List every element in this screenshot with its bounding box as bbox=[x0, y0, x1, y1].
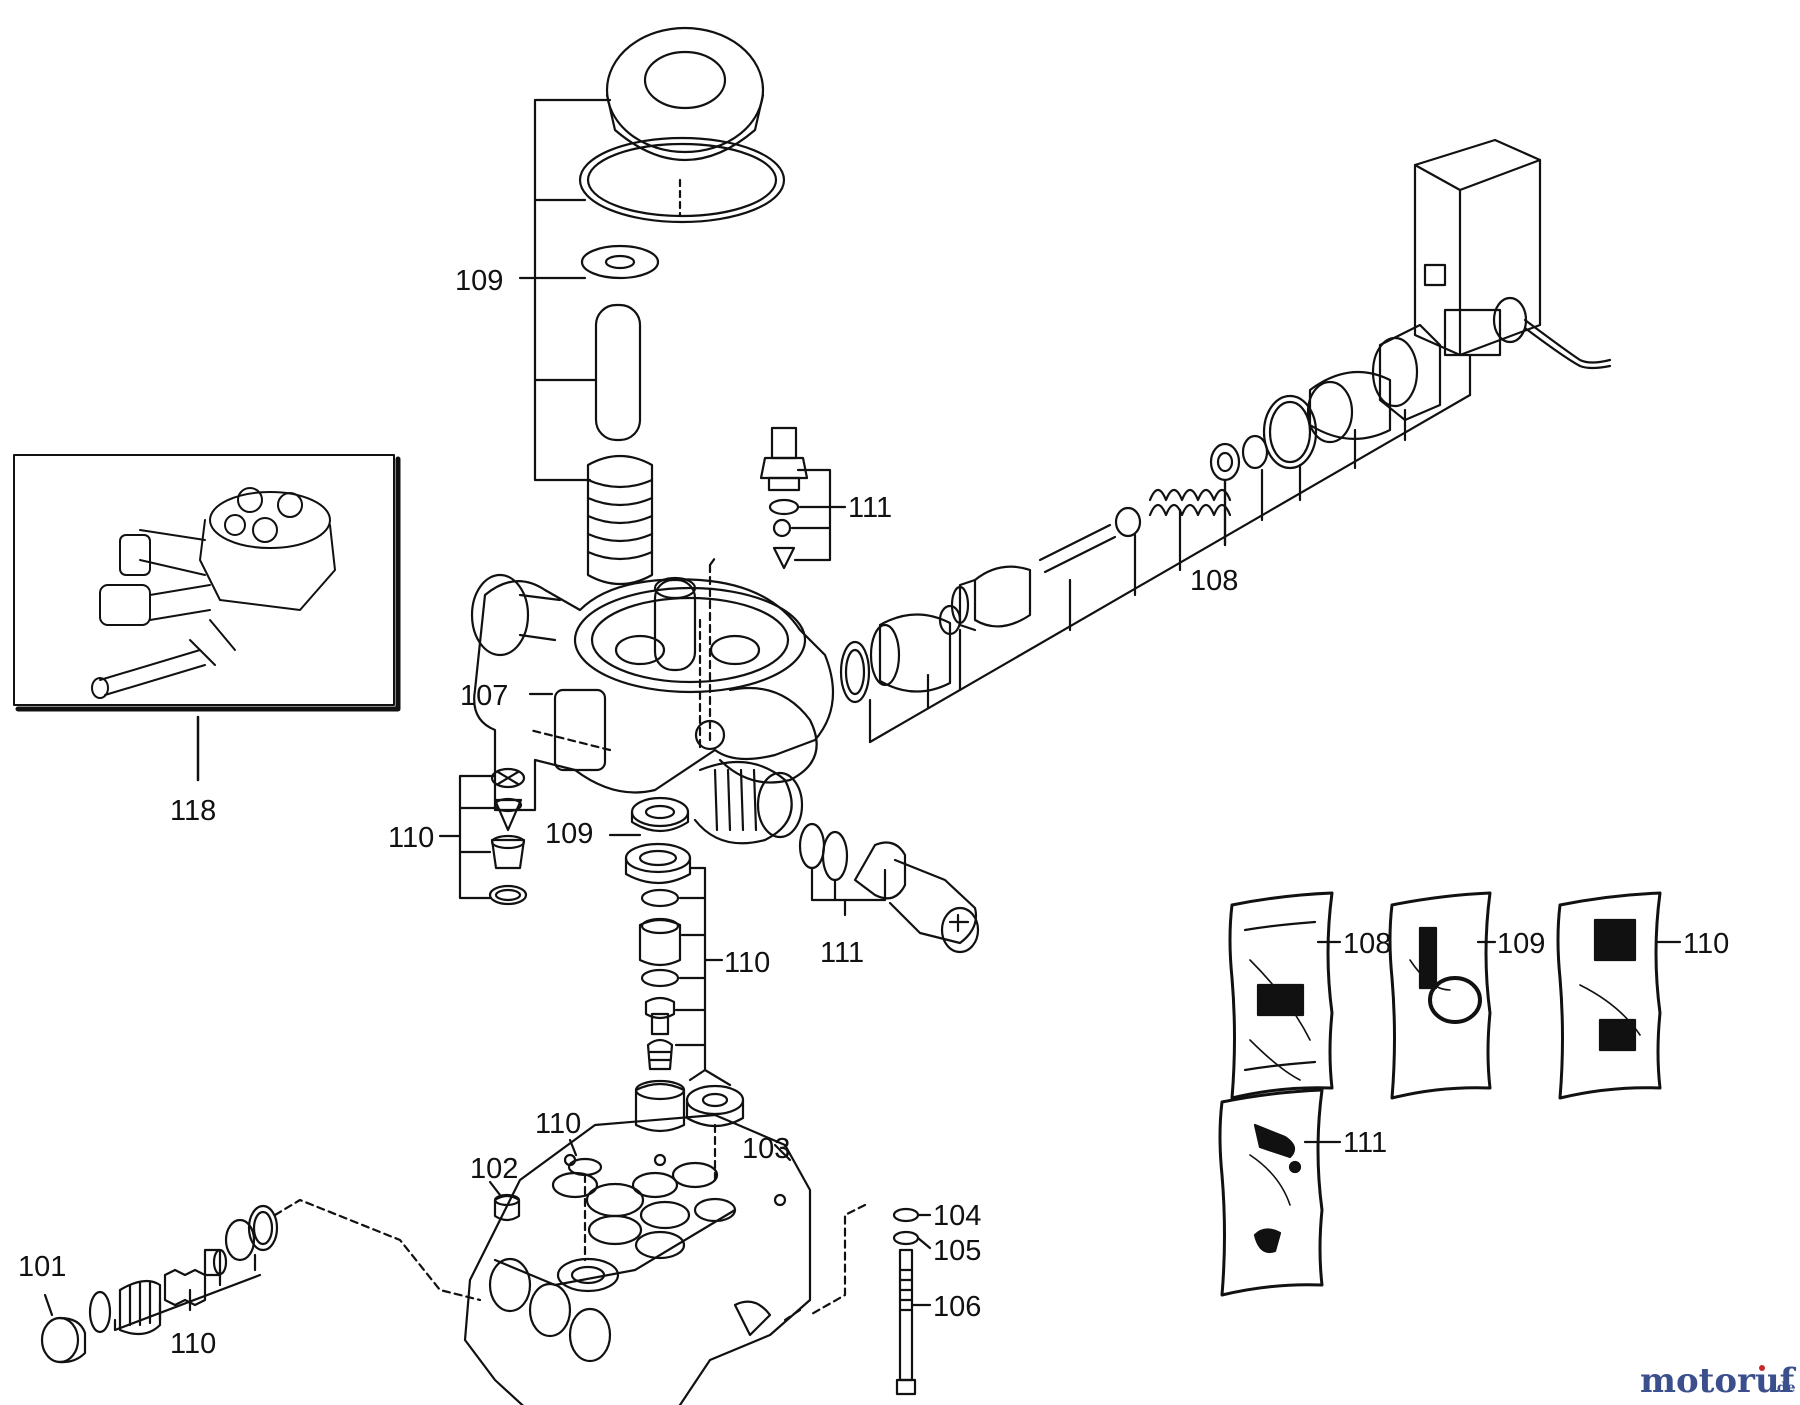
callout-101: 101 bbox=[18, 1251, 66, 1283]
watermark-text: motoruf bbox=[1640, 1361, 1797, 1401]
callout-109-mid: 109 bbox=[545, 818, 593, 850]
inset-assembly-view bbox=[13, 454, 401, 782]
kit-bag-109 bbox=[1388, 891, 1497, 1100]
oring-110-bottom bbox=[567, 1157, 603, 1177]
callout-111-mid: 111 bbox=[820, 937, 864, 969]
valve-assembly-bottom-left bbox=[40, 1204, 279, 1364]
watermark-suffix: .de bbox=[1772, 1380, 1796, 1396]
callout-105: 105 bbox=[933, 1235, 981, 1267]
callout-102: 102 bbox=[470, 1153, 518, 1185]
bolt-assembly bbox=[892, 1207, 920, 1396]
kit-bag-110 bbox=[1556, 891, 1682, 1100]
leader-103 bbox=[773, 1143, 792, 1162]
bracket-111-top bbox=[790, 468, 832, 562]
callout-107: 107 bbox=[460, 680, 508, 712]
callout-110-left: 110 bbox=[388, 822, 434, 854]
callout-110-center: 110 bbox=[724, 947, 770, 979]
callout-109-top: 109 bbox=[455, 265, 503, 297]
kit-bag-108 bbox=[1228, 891, 1342, 1100]
unloader-assembly bbox=[839, 138, 1612, 704]
bracket-110-center bbox=[674, 866, 732, 1087]
dash-bottom-left bbox=[273, 1198, 482, 1302]
kit-bag-111 bbox=[1218, 1088, 1342, 1297]
bracket-108 bbox=[868, 353, 1472, 744]
callout-118: 118 bbox=[170, 795, 216, 827]
bracket-111-mid bbox=[810, 866, 887, 902]
bracket-109-top bbox=[518, 98, 612, 482]
callout-106: 106 bbox=[933, 1291, 981, 1323]
kit-label-110: 110 bbox=[1683, 928, 1729, 960]
callout-108: 108 bbox=[1190, 565, 1238, 597]
watermark-logo: motoruf .de bbox=[1640, 1361, 1797, 1401]
dash-111-top bbox=[708, 556, 717, 742]
bracket-110-left bbox=[458, 774, 497, 900]
callout-104: 104 bbox=[933, 1200, 981, 1232]
callout-110-block: 110 bbox=[535, 1108, 581, 1140]
kit-label-109: 109 bbox=[1497, 928, 1545, 960]
plug-102 bbox=[493, 1193, 521, 1222]
pump-manifold bbox=[470, 573, 835, 845]
fitting-111-mid bbox=[798, 822, 980, 954]
bracket-110-bottom bbox=[113, 1253, 262, 1332]
callout-103: 103 bbox=[742, 1133, 790, 1165]
fitting-111-top bbox=[759, 426, 809, 570]
callout-110-bottom: 110 bbox=[170, 1328, 216, 1360]
bearing-assembly bbox=[578, 26, 786, 585]
kit-label-108: 108 bbox=[1343, 928, 1391, 960]
callout-111-top: 111 bbox=[848, 492, 892, 524]
valve-110-left bbox=[488, 728, 612, 906]
kit-label-111: 111 bbox=[1343, 1127, 1387, 1159]
